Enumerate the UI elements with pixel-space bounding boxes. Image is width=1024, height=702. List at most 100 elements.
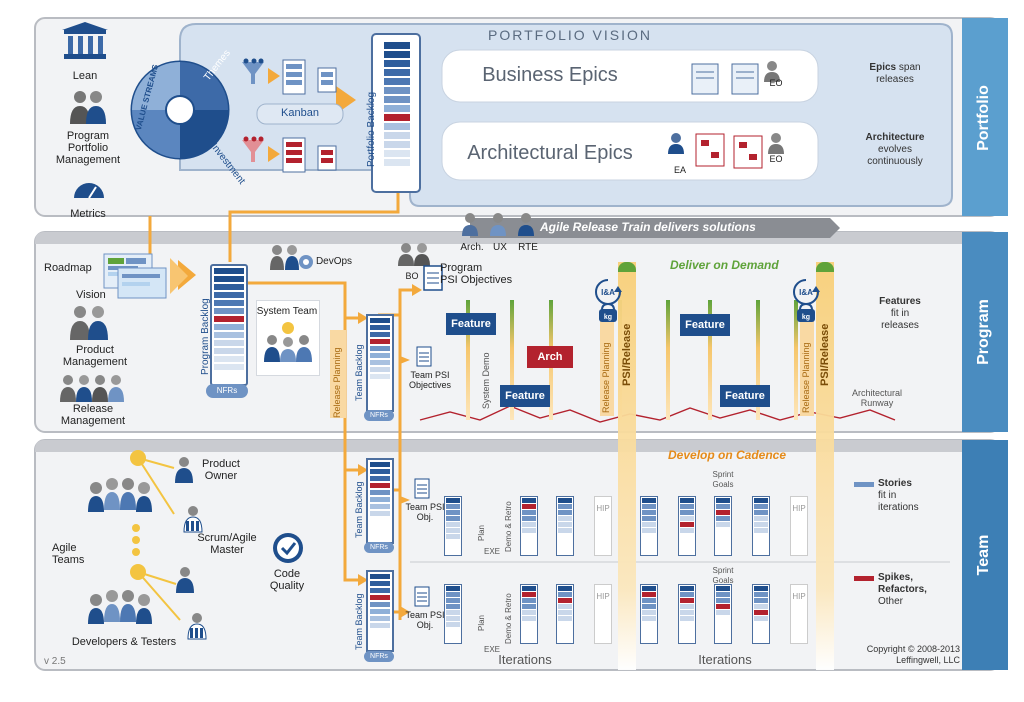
devops-label: DevOps xyxy=(315,256,353,267)
team-backlog-label-2: Team Backlog xyxy=(354,481,364,538)
note-features-fit-in-releases: Features fit in releases xyxy=(879,296,921,331)
release-planning-label-1: Release Planning xyxy=(332,347,342,418)
legend-spikes: Spikes, Refactors, Other xyxy=(878,572,927,607)
deliver-on-demand-label: Deliver on Demand xyxy=(670,258,779,272)
role-release-management: Release Management xyxy=(60,403,126,427)
sprint-backlog-4 xyxy=(640,496,658,556)
portfolio-backlog-label: Portfolio Backlog xyxy=(366,91,377,167)
layer-label-portfolio: Portfolio xyxy=(975,85,992,151)
team-psi-doc-icon-3 xyxy=(414,586,430,607)
release-management-icon xyxy=(60,375,124,402)
hip-label-2: HIP xyxy=(792,504,806,513)
portfolio-backlog-stack xyxy=(384,40,410,168)
team-psi-obj-label-2: Team PSI Obj. xyxy=(405,610,445,630)
feature-box-2: Feature xyxy=(500,385,550,407)
legend-stories: Stories fit in iterations xyxy=(878,478,919,513)
agile-teams-label: Agile Teams xyxy=(52,542,85,566)
demo-retro-label-1: Demo & Retro xyxy=(504,501,513,552)
roadmap-label: Roadmap xyxy=(44,262,92,274)
program-backlog-stack xyxy=(210,264,248,386)
system-team-card xyxy=(256,300,320,376)
team-psi-obj-label-1: Team PSI Obj. xyxy=(405,502,445,522)
lean-icon xyxy=(62,22,108,59)
ea-label: EA xyxy=(673,165,686,175)
svg-text:kg: kg xyxy=(604,314,612,321)
metrics-gauge-icon xyxy=(74,183,104,199)
system-team-icon xyxy=(264,322,312,362)
sprint-goals-label-2: Sprint Goals xyxy=(712,566,734,585)
eo-label-arch: EO xyxy=(769,154,783,164)
psi-release-cap-2 xyxy=(816,262,834,272)
psi-release-beam-2 xyxy=(816,262,834,670)
tester-icon xyxy=(187,613,207,640)
sprint-goals-label-1: Sprint Goals xyxy=(712,470,734,489)
team-psi-doc-icon-2 xyxy=(414,478,430,499)
scrum-master-icon xyxy=(183,506,203,533)
plan-label-2: Plan xyxy=(477,614,486,631)
legend-spikes-swatch xyxy=(854,576,874,581)
sprint-backlog-2 xyxy=(520,496,538,556)
hip-label-1: HIP xyxy=(596,504,610,513)
exe-label-2: EXE xyxy=(483,645,500,654)
layer-label-team: Team xyxy=(975,534,992,576)
system-team-label: System Team xyxy=(256,306,318,317)
release-planning-strip-1 xyxy=(330,330,346,418)
team-backlog-stack-2 xyxy=(366,458,394,544)
feature-box-4: Feature xyxy=(720,385,770,407)
team-psi-objectives-label: Team PSI Objectives xyxy=(408,370,452,390)
team-nfrs-badge-3: NFRs xyxy=(364,651,394,662)
business-epic-docs-icon xyxy=(691,61,780,95)
role-arch: Arch. xyxy=(460,242,484,253)
version-label: v 2.5 xyxy=(44,656,66,667)
code-quality-label: Code Quality xyxy=(269,568,305,592)
svg-text:I&A: I&A xyxy=(799,288,813,297)
team-backlog-program-stack xyxy=(366,314,394,412)
roadmap-vision-docs-icon xyxy=(103,253,167,299)
sprint-backlog-14 xyxy=(752,584,770,644)
architectural-runway-label: Architectural Runway xyxy=(851,388,903,408)
role-scrum-master: Scrum/Agile Master xyxy=(197,532,257,556)
note-architecture-evolves: Architecture evolves continuously xyxy=(865,132,925,167)
svg-text:I&A: I&A xyxy=(601,288,615,297)
business-epics-label: Business Epics xyxy=(482,64,618,86)
release-planning-strip-2 xyxy=(600,320,614,416)
ia-kettlebell-icon-2: I&A kg xyxy=(793,279,820,322)
team-backlog-label-1: Team Backlog xyxy=(354,344,364,401)
release-planning-label-2: Release Planning xyxy=(601,342,611,413)
team-nfrs-badge-2: NFRs xyxy=(364,542,394,553)
hip-label-3: HIP xyxy=(596,592,610,601)
iterations-label-1: Iterations xyxy=(498,652,552,667)
plan-label-1: Plan xyxy=(477,524,486,541)
program-nfrs-badge: NFRs xyxy=(206,384,248,398)
program-psi-doc-icon xyxy=(423,265,443,291)
hip-label-4: HIP xyxy=(792,592,806,601)
team-nfrs-badge-1: NFRs xyxy=(364,410,394,421)
team-psi-doc-icon-1 xyxy=(416,346,432,367)
vision-label: Vision xyxy=(76,289,106,301)
role-product-management: Product Management xyxy=(62,344,128,368)
ia-kettlebell-icon-1: I&A kg xyxy=(595,279,622,322)
note-epics-span-releases: Epics span releases xyxy=(869,62,921,85)
product-owner-icon xyxy=(175,457,193,483)
exe-label-1: EXE xyxy=(483,547,500,556)
release-planning-label-3: Release Planning xyxy=(801,342,811,413)
role-developers-testers: Developers & Testers xyxy=(71,636,177,648)
sprint-backlog-5 xyxy=(678,496,696,556)
sprint-backlog-6 xyxy=(714,496,732,556)
iterations-label-2: Iterations xyxy=(698,652,752,667)
sprint-backlog-9 xyxy=(520,584,538,644)
role-lean: Lean xyxy=(72,70,98,82)
sprint-backlog-3 xyxy=(556,496,574,556)
role-product-owner: Product Owner xyxy=(202,458,240,482)
role-ux: UX xyxy=(493,242,507,253)
program-portfolio-management-icon xyxy=(70,91,106,124)
portfolio-vision-title: PORTFOLIO VISION xyxy=(488,27,652,43)
svg-text:kg: kg xyxy=(802,314,810,321)
feature-box-3: Feature xyxy=(680,314,730,336)
roadmap-arrow-icon xyxy=(170,258,188,294)
kanban-label: Kanban xyxy=(281,107,319,119)
hip-box-4 xyxy=(790,584,808,644)
layer-label-program: Program xyxy=(975,299,992,365)
sprint-backlog-13 xyxy=(714,584,732,644)
art-banner: Agile Release Train delivers solutions xyxy=(540,220,756,234)
